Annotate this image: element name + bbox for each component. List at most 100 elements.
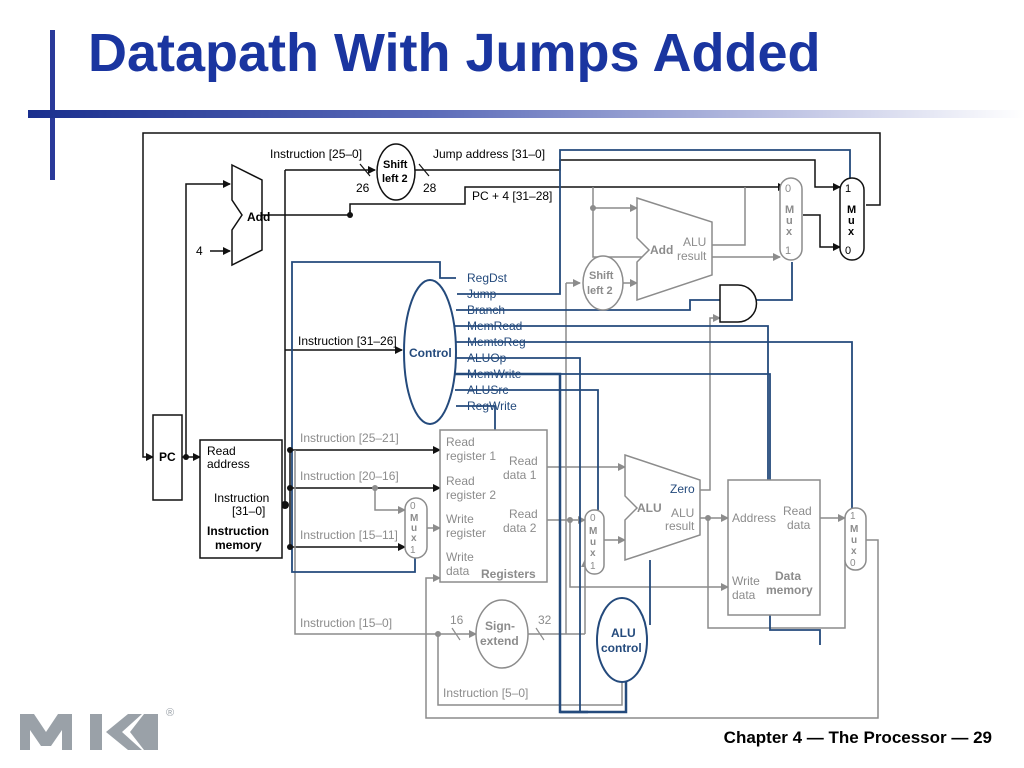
const-4-label: 4 [196, 244, 203, 258]
branch-adder-result: result [677, 249, 707, 263]
dmem-title-b: memory [766, 583, 813, 597]
instruction-memory [199, 439, 283, 559]
reg-rdata2-b: data 2 [503, 521, 537, 535]
pc4-bits-label: PC + 4 [31–28] [472, 189, 552, 203]
memtoreg-mux-1: 1 [850, 511, 856, 522]
ctl-memwrite: MemWrite [467, 367, 522, 381]
regdst-mux-0: 0 [410, 501, 416, 512]
imem-title-b: memory [215, 538, 262, 552]
branch-shift-label-a: Shift [589, 270, 614, 282]
alusrc-mux-0: 0 [590, 513, 596, 524]
regdst-mux [404, 497, 428, 559]
regdst-mux-u: u [411, 523, 417, 534]
sign-extend-b: extend [480, 634, 519, 648]
jump-mux-1: 1 [845, 183, 851, 195]
instr-5-0: Instruction [5–0] [443, 686, 528, 700]
jump-mux-0: 0 [845, 245, 851, 257]
dmem-labels: Address Read data Write data Data memory [732, 504, 813, 602]
alusrc-mux-m: M [589, 526, 597, 537]
ctl-alusrc: ALUSrc [467, 383, 508, 397]
branch-mux [779, 177, 803, 261]
sign-extend-a: Sign- [485, 619, 515, 633]
ctl-jump: Jump [467, 287, 497, 301]
dmem-write-b: data [732, 588, 756, 602]
dmem-write-a: Write [732, 574, 760, 588]
memtoreg-mux [844, 507, 867, 571]
instr-25-21: Instruction [25–21] [300, 431, 399, 445]
memtoreg-mux-u: u [851, 535, 857, 546]
instr-field-labels: Instruction [25–21] Instruction [20–16] … [300, 431, 528, 700]
branch-adder-label: Add [650, 243, 673, 257]
branch-mux-x: x [786, 226, 793, 238]
instr-31-26-label: Instruction [31–26] [298, 334, 397, 348]
regdst-mux-1: 1 [410, 545, 416, 556]
branch-adder [636, 196, 713, 302]
branch-mux-m: M [785, 204, 794, 216]
jump-shift-left-2 [376, 143, 416, 201]
pc-register [152, 414, 183, 501]
control-signal-labels: RegDst Jump Branch MemRead MemtoReg ALUO… [467, 271, 526, 413]
alusrc-mux [584, 509, 605, 575]
pc-adder-label: Add [247, 210, 270, 224]
reg-rdata2-a: Read [509, 507, 538, 521]
width-26-label: 26 [356, 181, 370, 195]
jump-mux-x: x [848, 226, 855, 238]
reg-write-b: register [446, 526, 486, 540]
alu-zero-label: Zero [670, 482, 695, 496]
width-28-label: 28 [423, 181, 437, 195]
imem-read-label: Read [207, 444, 236, 458]
data-memory [727, 479, 821, 616]
dmem-read-b: data [787, 518, 811, 532]
alusrc-mux-x: x [590, 548, 596, 559]
jump-mux-u: u [848, 215, 855, 227]
grey-junction-dots [372, 205, 711, 637]
instr-25-0-label: Instruction [25–0] [270, 147, 362, 161]
pc-label: PC [159, 450, 176, 464]
reg-read1-b: register 1 [446, 449, 496, 463]
black-wires [142, 132, 881, 551]
slide-title: Datapath With Jumps Added [88, 23, 821, 83]
jump-mux [839, 177, 865, 261]
branch-adder-alu: ALU [683, 235, 706, 249]
reg-read2-a: Read [446, 474, 475, 488]
control-lines [291, 149, 853, 714]
alu-label: ALU [637, 501, 662, 515]
reg-rdata1-b: data 1 [503, 468, 537, 482]
regdst-mux-m: M [410, 513, 418, 524]
registered-mark: ® [166, 707, 174, 719]
control-unit [403, 279, 457, 425]
dmem-read-a: Read [783, 504, 812, 518]
width-16-label: 16 [450, 613, 464, 627]
alu-result-b: result [665, 519, 695, 533]
imem-instruction-label: Instruction [214, 491, 269, 505]
pc-adder [231, 163, 263, 267]
dmem-address: Address [732, 511, 776, 525]
ctl-aluop: ALUOp [467, 351, 507, 365]
jump-shift-label-a: Shift [383, 159, 408, 171]
instr-15-0: Instruction [15–0] [300, 616, 392, 630]
ctl-memread: MemRead [467, 319, 522, 333]
reg-wdata-a: Write [446, 550, 474, 564]
reg-wdata-b: data [446, 564, 470, 578]
title-underline-bar [28, 110, 1024, 118]
dmem-title-a: Data [775, 569, 801, 583]
instr-20-16: Instruction [20–16] [300, 469, 399, 483]
jump-shift-label-b: left 2 [382, 173, 408, 185]
slide-footer: Chapter 4 — The Processor — 29 [723, 728, 992, 747]
registers-title: Registers [481, 567, 536, 581]
branch-shift-left-2 [582, 255, 624, 311]
memtoreg-mux-m: M [850, 524, 858, 535]
grey-wires [294, 187, 879, 719]
imem-address-label: address [207, 457, 250, 471]
mk-logo: ® [20, 707, 174, 750]
alusrc-mux-1: 1 [590, 561, 596, 572]
width-32-label: 32 [538, 613, 552, 627]
memtoreg-mux-0: 0 [850, 558, 856, 569]
jump-mux-m: M [847, 204, 856, 216]
branch-shift-label-b: left 2 [587, 285, 613, 297]
main-alu [624, 453, 701, 562]
title-accent-bar [50, 30, 55, 180]
reg-read2-b: register 2 [446, 488, 496, 502]
imem-bits-label: [31–0] [232, 504, 265, 518]
